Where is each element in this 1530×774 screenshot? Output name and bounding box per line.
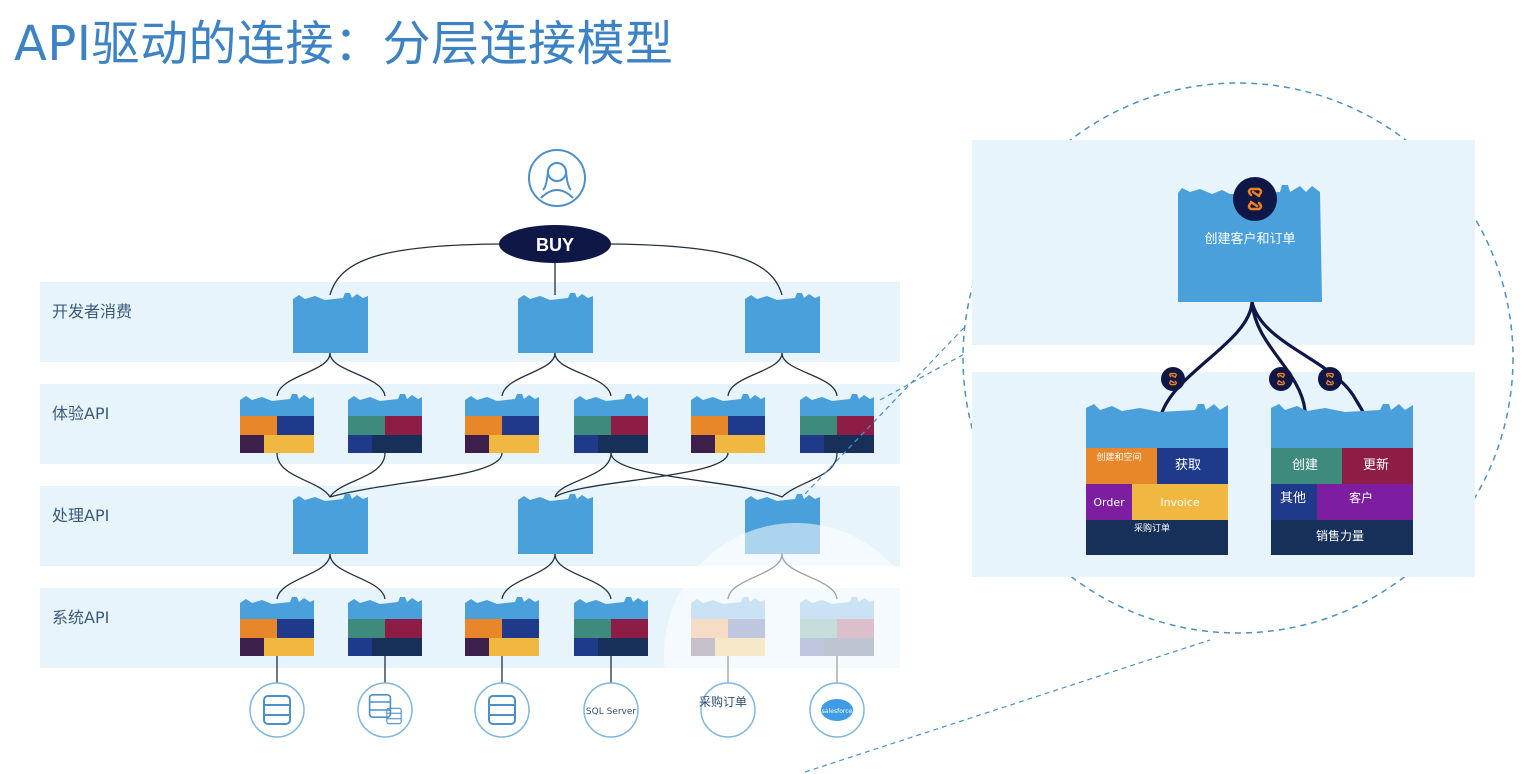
zoom-get-label: 获取 (1175, 458, 1201, 473)
zoom-top-connector-icon (1233, 177, 1277, 221)
connector-proc1-sys1 (276, 553, 331, 600)
connector-buy-left (329, 243, 501, 296)
page-title: API驱动的连接：分层连接模型 (14, 16, 674, 72)
zoom-link-icon-1 (1161, 367, 1185, 391)
system-api-tile-2[interactable] (348, 597, 422, 656)
data-sources: SQL Server 采购订单 salesforce (249, 523, 928, 774)
zoom-cell-update (1342, 448, 1413, 484)
developer-api-tile-2[interactable] (518, 293, 593, 353)
zoom-left-api-tile (1086, 404, 1228, 555)
zoom-create-space-label: 创建和空间 (1096, 451, 1141, 463)
zoom-line-lower (804, 639, 1211, 773)
zoom-cell-order (1086, 484, 1132, 520)
connector-exp1-proc1 (276, 452, 331, 498)
experience-api-tile-6[interactable] (800, 394, 874, 453)
connector-dev1-exp2 (329, 352, 386, 397)
zoom-invoice-label: Invoice (1160, 496, 1200, 509)
zoom-customer-label: 客户 (1349, 490, 1373, 505)
buy-pill[interactable] (499, 225, 611, 263)
label-developer: 开发者消费 (52, 302, 132, 321)
system-api-tile-4[interactable] (574, 597, 648, 656)
zoom-update-label: 更新 (1363, 457, 1389, 473)
developer-api-tile-3[interactable] (745, 293, 820, 353)
connector-exp3-proc1 (329, 452, 503, 498)
zoom-cell-get (1157, 448, 1228, 484)
connector-dev2-exp4 (554, 352, 612, 397)
connector-proc2-sys4 (554, 553, 612, 600)
experience-api-tile-3[interactable] (465, 394, 539, 453)
label-experience: 体验API (52, 404, 109, 423)
connector-exp4-proc3 (610, 452, 783, 498)
buy-label: BUY (536, 235, 574, 255)
connector-dev3-exp6 (781, 352, 838, 397)
source-sql-server (583, 682, 639, 738)
experience-api-tile-1[interactable] (240, 394, 314, 453)
label-system: 系统API (52, 608, 109, 627)
purchase-order-label: 采购订单 (699, 694, 747, 709)
zoom-cell-create-space (1086, 448, 1157, 484)
connection-lines (276, 243, 838, 685)
zoom-right-footer-label: 销售力量 (1316, 528, 1364, 543)
connector-buy-right (609, 243, 783, 296)
connector-exp6-proc3 (781, 452, 838, 498)
source-database-1 (249, 682, 305, 738)
connector-dev2-exp3 (501, 352, 556, 397)
salesforce-cloud-icon (821, 699, 853, 721)
connector-exp5-proc2 (554, 452, 729, 498)
label-process: 处理API (52, 506, 109, 525)
process-api-tile-1[interactable] (293, 494, 368, 554)
zoom-line-mid (879, 339, 991, 401)
source-purchase-order (700, 682, 756, 738)
zoom-cell-purchase-order (1086, 520, 1228, 555)
zoom-cell-other (1271, 484, 1317, 520)
zoom-cell-invoice (1132, 484, 1228, 520)
sql-server-label: SQL Server (586, 707, 636, 717)
experience-api-tile-2[interactable] (348, 394, 422, 453)
connector-proc2-sys3 (501, 553, 556, 600)
zoom-cell-salesforce (1271, 520, 1413, 555)
connector-proc1-sys2 (329, 553, 386, 600)
connector-exp2-proc1 (329, 452, 386, 498)
zoom-cell-customer (1317, 484, 1413, 520)
connector-dev3-exp5 (727, 352, 783, 397)
zoom-cell-create (1271, 448, 1342, 484)
developer-api-tile-1[interactable] (293, 293, 368, 353)
connector-dev1-exp1 (276, 352, 331, 397)
connector-exp4-proc2 (554, 452, 612, 498)
zoom-left-footer-label: 采购订单 (1134, 522, 1170, 534)
zoom-link-icon-3 (1318, 367, 1342, 391)
zoom-create-label: 创建 (1292, 458, 1318, 473)
experience-api-tile-4[interactable] (574, 394, 648, 453)
system-api-tile-3[interactable] (465, 597, 539, 656)
source-database-3 (474, 682, 530, 738)
zoom-order-label: Order (1093, 496, 1125, 509)
zoom-link-icon-2 (1269, 367, 1293, 391)
salesforce-label: salesforce (822, 708, 853, 715)
user-circle (528, 149, 586, 207)
zoom-other-label: 其他 (1280, 491, 1306, 506)
zoom-right-api-tile (1271, 404, 1413, 555)
experience-api-tile-5[interactable] (691, 394, 765, 453)
process-api-tile-2[interactable] (518, 494, 593, 554)
system-api-tile-1[interactable] (240, 597, 314, 656)
zoom-top-api-label: 创建客户和订单 (1204, 231, 1295, 247)
zoom-top-api-tile (1178, 185, 1322, 302)
